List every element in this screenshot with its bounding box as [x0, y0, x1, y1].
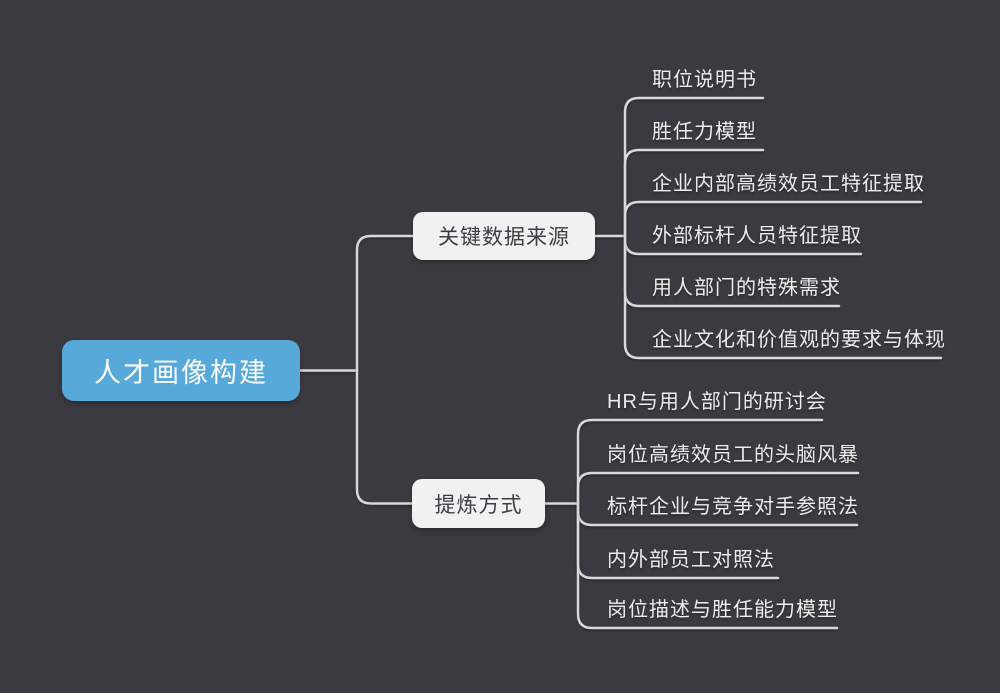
root-topic-label: 人才画像构建: [94, 358, 268, 388]
branch-topic-key-data-sources[interactable]: 关键数据来源: [413, 212, 595, 260]
edge-b1-leaf-2: [623, 148, 765, 238]
root-topic[interactable]: 人才画像构建: [62, 340, 300, 401]
edge-b2-leaf-5: [576, 502, 839, 630]
branch-topic-extraction-methods[interactable]: 提炼方式: [412, 479, 545, 528]
edge-root-to-branch-2: [355, 369, 414, 505]
edge-root-to-branch-1: [355, 234, 415, 372]
edge-b2-leaf-2: [576, 471, 860, 505]
leaf-topic-external-benchmark-traits[interactable]: 外部标杆人员特征提取: [652, 225, 862, 247]
leaf-topic-internal-high-performer-traits[interactable]: 企业内部高绩效员工特征提取: [652, 173, 925, 195]
leaf-topic-hr-dept-workshop[interactable]: HR与用人部门的研讨会: [607, 391, 827, 413]
leaf-topic-job-description[interactable]: 职位说明书: [652, 69, 757, 91]
leaf-topic-job-description-competency-model[interactable]: 岗位描述与胜任能力模型: [607, 599, 838, 621]
leaf-topic-internal-external-comparison[interactable]: 内外部员工对照法: [607, 549, 775, 571]
edge-b1-leaf-3: [623, 200, 923, 238]
leaf-topic-benchmark-competitor-reference[interactable]: 标杆企业与竞争对手参照法: [607, 496, 859, 518]
leaf-topic-competency-model[interactable]: 胜任力模型: [652, 121, 757, 143]
branch-2-label: 提炼方式: [434, 493, 523, 517]
leaf-topic-culture-values-requirements[interactable]: 企业文化和价值观的要求与体现: [652, 329, 946, 351]
leaf-topic-high-performer-brainstorm[interactable]: 岗位高绩效员工的头脑风暴: [607, 444, 859, 466]
edge-b1-leaf-1: [623, 96, 765, 238]
edge-b2-leaf-1: [576, 418, 824, 505]
branch-1-label: 关键数据来源: [438, 226, 570, 249]
edge-b1-leaf-6: [623, 234, 943, 360]
leaf-topic-hiring-dept-special-needs[interactable]: 用人部门的特殊需求: [652, 277, 841, 299]
